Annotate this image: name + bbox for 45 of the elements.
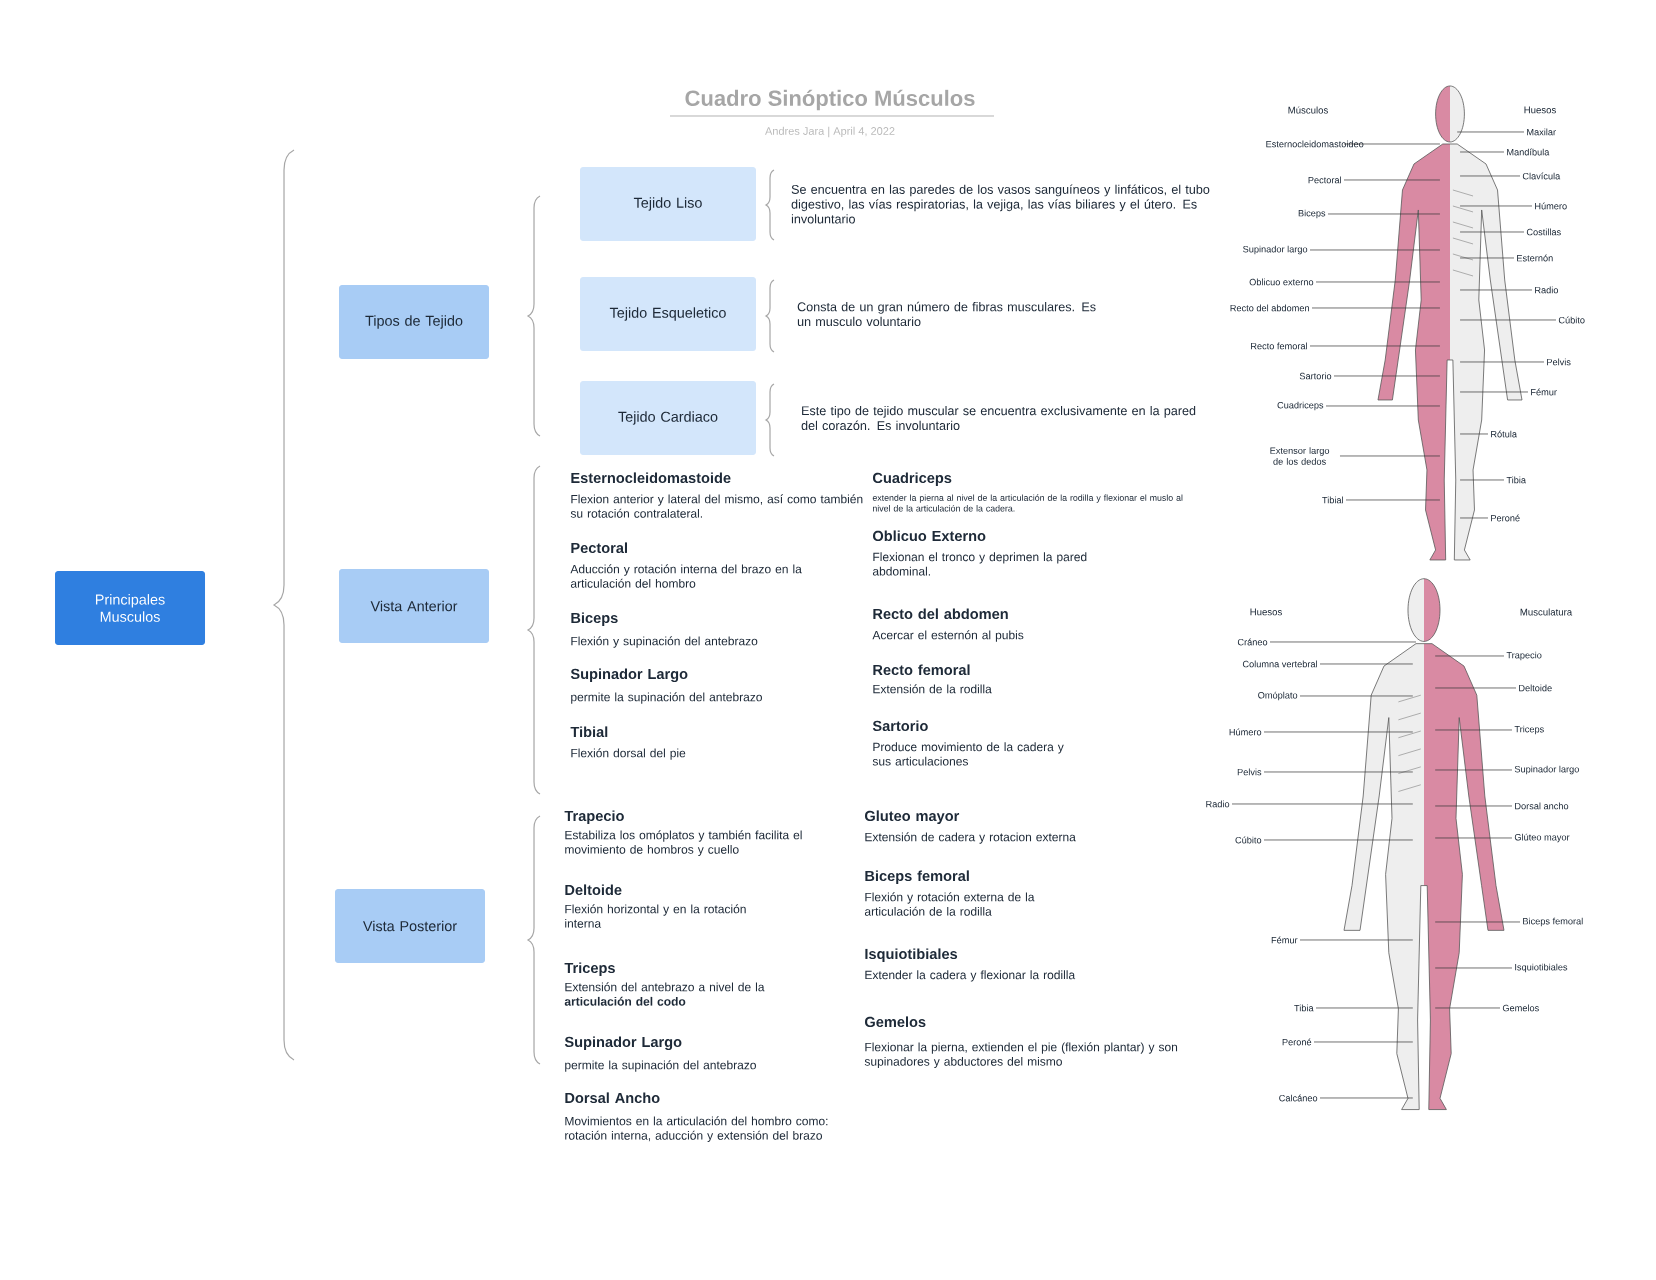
leader-line (1459, 391, 1529, 393)
leader-line (1459, 205, 1533, 207)
leader-line (1263, 839, 1414, 841)
leader-line (1434, 655, 1505, 657)
leader-line (1319, 1097, 1414, 1099)
leader-line (1459, 433, 1489, 435)
leader-line (1434, 805, 1513, 807)
leader-line (1309, 249, 1441, 251)
leader-line (1343, 143, 1441, 145)
leader-line (1327, 213, 1441, 215)
leader-line (1434, 837, 1513, 839)
leader-line (1459, 289, 1533, 291)
leader-line (1456, 131, 1525, 133)
leader-line (1313, 1041, 1414, 1043)
leader-line (1345, 499, 1441, 501)
leader-line (1315, 281, 1441, 283)
leader-line (1459, 319, 1557, 321)
leader-line (1459, 231, 1525, 233)
leader-line (1434, 729, 1513, 731)
leader-line (1269, 641, 1417, 643)
leader-line (1434, 921, 1521, 923)
title: Cuadro Sinóptico Músculos (685, 89, 975, 111)
leader-line (1343, 179, 1441, 181)
leader-line (1315, 1007, 1414, 1009)
leader-line (1434, 769, 1513, 771)
leader-line (1333, 375, 1441, 377)
leader-line (1299, 695, 1414, 697)
leader-line (1459, 257, 1515, 259)
leader-line (1311, 307, 1441, 309)
leader-line (1231, 803, 1414, 805)
leader-line (1325, 405, 1441, 407)
leader-line (1319, 663, 1414, 665)
leader-line (1309, 345, 1441, 347)
leader-line (1299, 939, 1414, 941)
leader-line (1263, 771, 1414, 773)
leader-line (1434, 1007, 1501, 1009)
leader-line (1459, 151, 1505, 153)
leader-line (1459, 175, 1521, 177)
leader-line (1263, 731, 1414, 733)
leader-line (1459, 479, 1505, 481)
leader-line (1434, 967, 1513, 969)
leader-line (1339, 455, 1441, 457)
leader-line (1459, 517, 1489, 519)
leader-line (1434, 687, 1517, 689)
leader-line (1459, 361, 1545, 363)
